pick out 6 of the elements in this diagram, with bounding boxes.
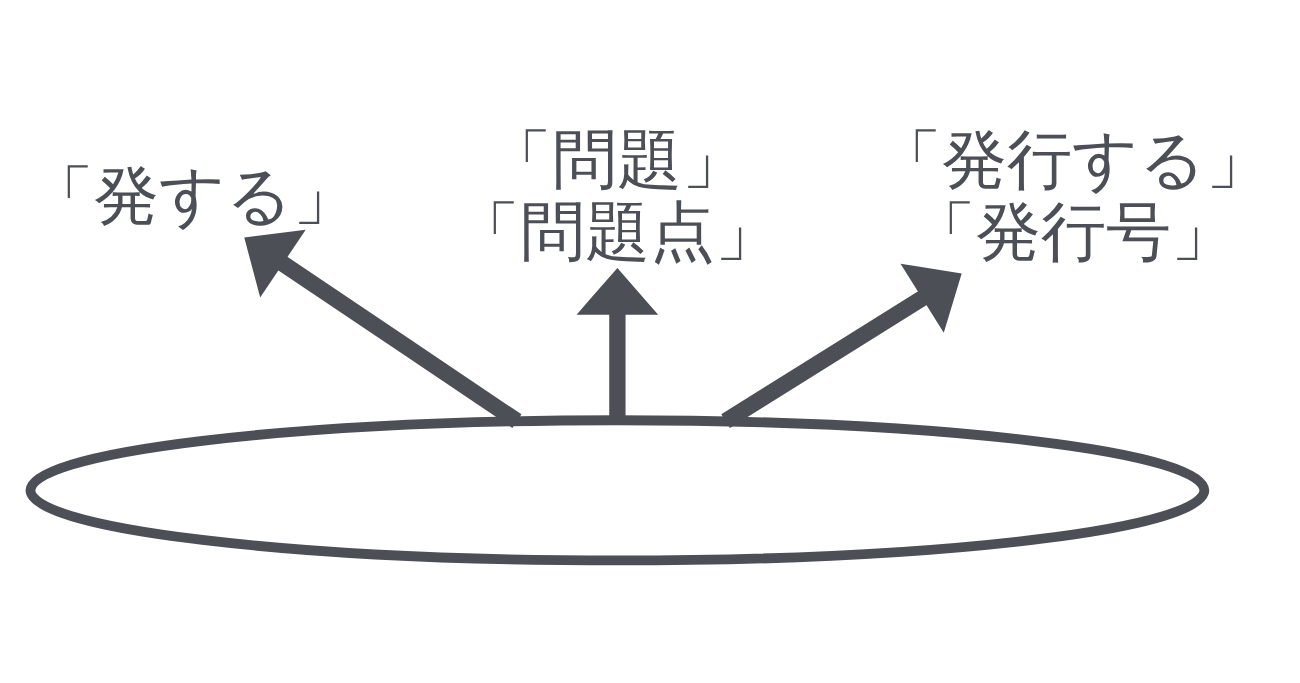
- node-text: 「発行する」 「発行号」: [876, 120, 1271, 269]
- node-ellipse: [25, 414, 1210, 565]
- node-text: 「問題」 「問題点」: [454, 120, 780, 269]
- arrow: [721, 263, 962, 428]
- node-text: 「発する」: [28, 156, 358, 233]
- arrow: [244, 229, 522, 428]
